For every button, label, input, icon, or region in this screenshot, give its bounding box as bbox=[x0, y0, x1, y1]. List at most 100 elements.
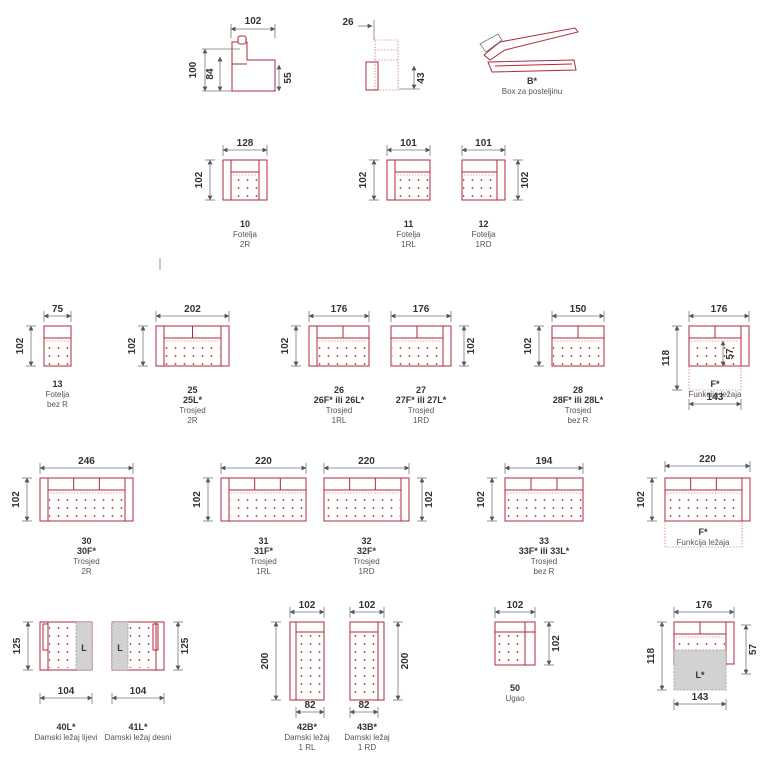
seat-pattern bbox=[506, 494, 582, 520]
width-label: 220 bbox=[358, 456, 375, 467]
height-label: 102 bbox=[192, 491, 203, 508]
height-label: 102 bbox=[520, 171, 531, 188]
caption-line: 12 bbox=[478, 219, 488, 229]
width-label: 143 bbox=[692, 692, 709, 703]
caption-line: Damski ležaj desni bbox=[105, 733, 172, 742]
caption-line: 42B* bbox=[297, 722, 318, 732]
width-label: 176 bbox=[696, 600, 713, 611]
section-view-dimensions: 26 43 bbox=[342, 17, 427, 91]
caption-line: 28F* ili 28L* bbox=[553, 395, 604, 405]
seat-pattern bbox=[463, 176, 496, 199]
height-label: 57 bbox=[748, 644, 759, 656]
arm-left bbox=[308, 325, 318, 367]
top-back-depth-label: 26 bbox=[342, 17, 354, 28]
seat-pattern bbox=[666, 494, 741, 520]
shaded-area bbox=[111, 621, 129, 671]
caption-line: 30 bbox=[81, 536, 91, 546]
caption-line: 31 bbox=[258, 536, 268, 546]
width-label: 75 bbox=[52, 304, 64, 315]
caption-line: 2R bbox=[240, 240, 250, 249]
caption-line: 1 RD bbox=[358, 743, 376, 752]
top-seat-height-label: 55 bbox=[283, 72, 294, 84]
box-label: Box za posteljinu bbox=[502, 87, 562, 96]
width-label: 150 bbox=[570, 304, 587, 315]
caption-line: 32F* bbox=[357, 546, 377, 556]
width-label: 220 bbox=[699, 454, 716, 465]
caption-line: Trosjed bbox=[73, 557, 99, 566]
height-label: 102 bbox=[194, 171, 205, 188]
caption-line: 25L* bbox=[183, 395, 203, 405]
height-label: 102 bbox=[636, 491, 647, 508]
height-label: 102 bbox=[280, 337, 291, 354]
arm-right bbox=[496, 159, 506, 201]
caption-line: 41L* bbox=[128, 722, 148, 732]
height-label: 125 bbox=[180, 637, 191, 654]
width-label: 202 bbox=[184, 304, 201, 315]
caption-line: 1RD bbox=[413, 416, 429, 425]
back-cushion bbox=[504, 477, 584, 491]
seat-pattern bbox=[325, 494, 400, 520]
seat-pattern bbox=[165, 342, 220, 365]
caption-line: 33 bbox=[539, 536, 549, 546]
caption-line: 32 bbox=[361, 536, 371, 546]
width-label: 104 bbox=[130, 686, 147, 697]
bed-box-sketch: B* Box za posteljinu bbox=[479, 27, 579, 96]
seat-pattern bbox=[396, 176, 429, 199]
back-cushion bbox=[295, 621, 325, 633]
shaded-area bbox=[75, 621, 93, 671]
caption-line: 1RL bbox=[401, 240, 416, 249]
height-label: 102 bbox=[11, 491, 22, 508]
caption-line: 1 RL bbox=[299, 743, 316, 752]
caption-line: 13 bbox=[52, 379, 62, 389]
width-label: 101 bbox=[475, 138, 492, 149]
width-label: 102 bbox=[299, 600, 316, 611]
caption-line: Fotelja bbox=[471, 230, 496, 239]
arm-left bbox=[222, 159, 232, 201]
function-label: Funkcija ležaja bbox=[689, 390, 742, 399]
top-height-seat-back-label: 84 bbox=[205, 68, 216, 80]
height-label: 200 bbox=[400, 652, 411, 669]
caption-line: Damski ležaj lijevi bbox=[34, 733, 97, 742]
caption-line: Ugao bbox=[505, 694, 525, 703]
height-label: 102 bbox=[476, 491, 487, 508]
height-label: 102 bbox=[15, 337, 26, 354]
bed-extension bbox=[664, 520, 743, 548]
caption-line: 31F* bbox=[254, 546, 274, 556]
arm-right bbox=[725, 621, 735, 665]
width-label: 246 bbox=[78, 456, 95, 467]
caption-line: 50 bbox=[510, 683, 520, 693]
caption-line: 28 bbox=[573, 385, 583, 395]
arm-left bbox=[386, 159, 396, 201]
inner-label: 57 bbox=[725, 348, 736, 360]
caption-line: 2R bbox=[81, 567, 91, 576]
width-label: 104 bbox=[58, 686, 75, 697]
caption-line: 1RL bbox=[256, 567, 271, 576]
caption-line: 33F* ili 33L* bbox=[519, 546, 570, 556]
arm-right bbox=[124, 477, 134, 522]
width-label: 220 bbox=[255, 456, 272, 467]
shade-letter: L bbox=[117, 643, 123, 653]
seat-pattern bbox=[45, 342, 70, 365]
height-label: 102 bbox=[127, 337, 138, 354]
function-label: Funkcija ležaja bbox=[677, 538, 730, 547]
arm-right bbox=[442, 325, 452, 367]
seat-pattern bbox=[232, 176, 258, 199]
seat-pattern bbox=[129, 624, 155, 668]
seat-pattern bbox=[553, 342, 603, 365]
module-m41: L 125 104 41L*Damski ležaj desni bbox=[105, 621, 191, 742]
back-cushion bbox=[230, 159, 260, 173]
back-side bbox=[524, 621, 536, 666]
arm-right bbox=[400, 477, 410, 522]
back-cushion bbox=[47, 477, 126, 491]
seat-pattern bbox=[49, 494, 124, 520]
